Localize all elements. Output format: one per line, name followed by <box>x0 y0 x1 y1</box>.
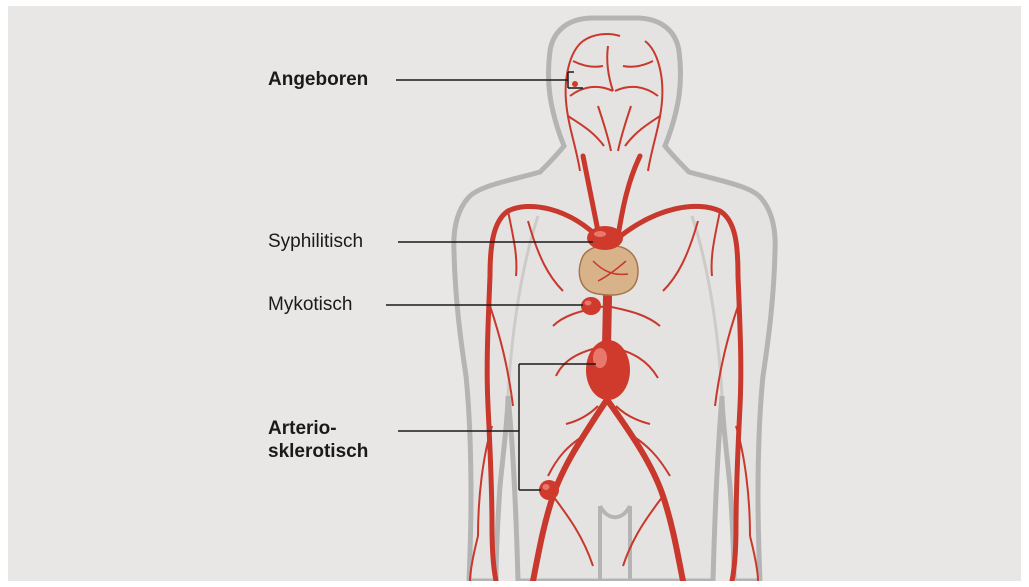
label-congenital: Angeboren <box>268 69 368 91</box>
aneurysm-syphilitic <box>587 226 623 250</box>
body-silhouette <box>454 18 775 581</box>
arterial-system-figure <box>8 6 1021 581</box>
heart-illustration <box>579 245 638 295</box>
aneurysm-mycotic <box>581 297 601 315</box>
diagram-panel: Angeboren Syphilitisch Mykotisch Arterio… <box>8 6 1021 581</box>
aneurysm-femoral <box>539 480 559 500</box>
label-syphilitic: Syphilitisch <box>268 231 363 253</box>
label-arteriosclerotic-line1: Arterio- <box>268 418 337 440</box>
aneurysm-abdominal <box>586 340 630 400</box>
label-arteriosclerotic-line2: sklerotisch <box>268 441 368 463</box>
label-mycotic: Mykotisch <box>268 294 352 316</box>
aneurysm-congenital <box>572 81 578 87</box>
